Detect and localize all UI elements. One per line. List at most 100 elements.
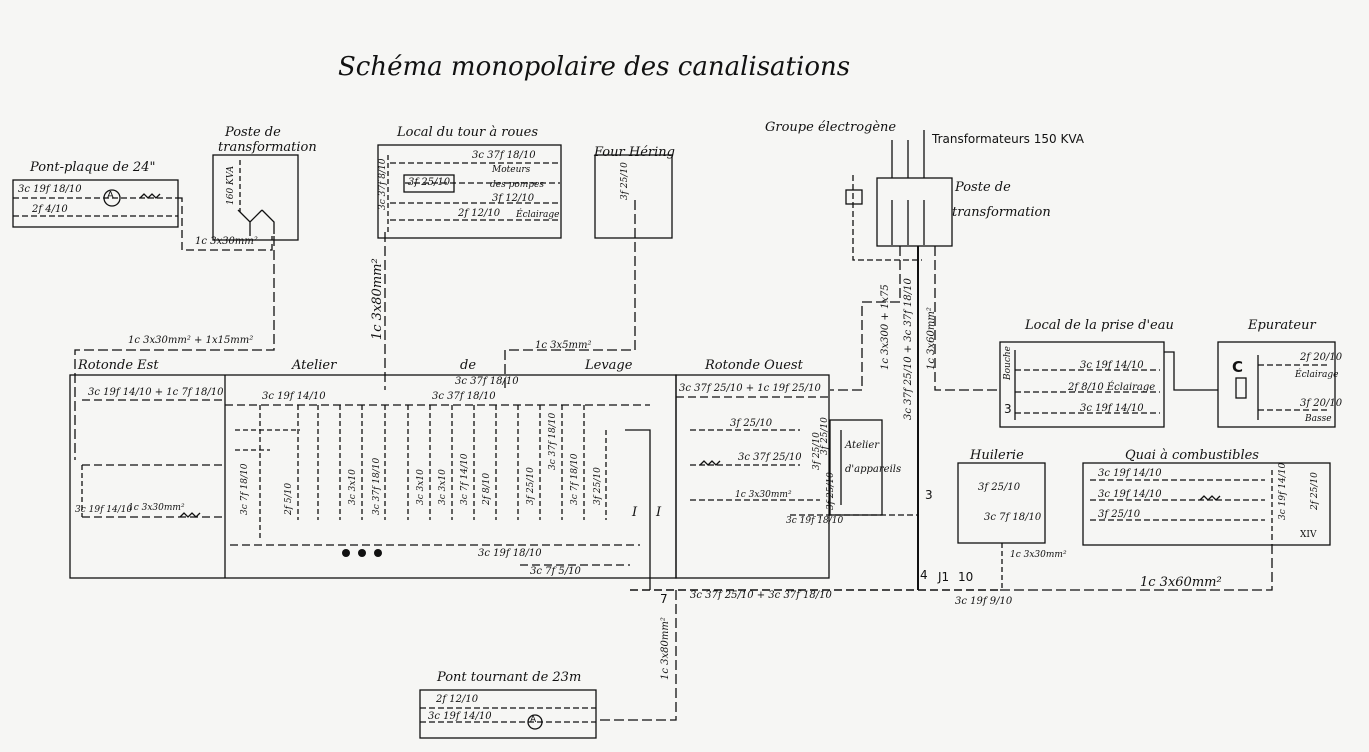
poste-left-box xyxy=(212,154,299,241)
local-tour-vert: 3c 37f 8/10 xyxy=(378,158,388,210)
epurateur-c: C xyxy=(1232,358,1244,376)
quai-l1: 3c 19f 14/10 xyxy=(1098,468,1162,479)
cable-c13-label: 3c 19f 9/10 xyxy=(955,596,1013,607)
cable-c10-label: 1c 3x60mm² xyxy=(1140,575,1222,590)
atelier-label3: Levage xyxy=(585,358,633,373)
pont-tournant-l1: 2f 12/10 xyxy=(436,694,479,705)
diagram-title: Schéma monopolaire des canalisations xyxy=(338,52,851,82)
local-tour-l4: des pompes xyxy=(490,180,544,190)
local-tour-box xyxy=(377,144,562,239)
pont-plaque-label: Pont-plaque de 24" xyxy=(30,160,156,175)
local-prise-box xyxy=(999,341,1165,428)
rotonde-ouest-l2: 3f 25/10 xyxy=(730,418,773,429)
atelier-i1: I xyxy=(632,505,638,520)
local-tour-l1: 3c 37f 18/10 xyxy=(472,150,536,161)
poste-left-label2: transformation xyxy=(218,140,317,155)
pont-plaque-box xyxy=(12,179,179,228)
huilerie-l3: 1c 3x30mm² xyxy=(1010,550,1067,560)
atelier-label2: de xyxy=(460,358,477,373)
huilerie-l2: 3c 7f 18/10 xyxy=(984,512,1042,523)
branch-label: 3f 25/10 xyxy=(526,467,536,505)
local-prise-v1: Bouche xyxy=(1003,346,1013,380)
local-tour-label: Local du tour à roues xyxy=(397,125,539,140)
huilerie-label: Huilerie xyxy=(970,448,1024,463)
branch-label: 3c 37f 18/10 xyxy=(548,412,558,470)
branch-label: 3f 25/10 xyxy=(593,467,603,505)
quai-xiv: XIV xyxy=(1300,530,1317,540)
local-prise-l2: 2f 8/10 Éclairage xyxy=(1068,382,1156,393)
branch-label: 3c 7f 18/10 xyxy=(570,453,580,505)
pont-plaque-line1: 3c 19f 18/10 xyxy=(18,184,82,195)
cable-c11-label: 1c 3x80mm² xyxy=(660,617,671,680)
huilerie-l1: 3f 25/10 xyxy=(978,482,1021,493)
atelier-app-label1: Atelier xyxy=(845,440,880,451)
four-hering-box xyxy=(594,154,673,239)
cable-c1-label: 1c 3x30mm² xyxy=(195,236,258,247)
local-tour-l3: 3f 25/10 xyxy=(408,177,451,188)
rotonde-ouest-l1: 3c 37f 25/10 + 1c 19f 25/10 xyxy=(679,383,821,394)
quai-l2: 3c 19f 14/10 xyxy=(1098,489,1162,500)
atelier-l1: 3c 19f 14/10 xyxy=(262,391,326,402)
pont-tournant-label: Pont tournant de 23m xyxy=(437,670,582,685)
node-7: 7 xyxy=(660,592,668,606)
local-tour-l5: 3f 12/10 xyxy=(492,193,535,204)
cable-c6-label: 1c 3x300 + 1x75 xyxy=(880,284,891,370)
cable-c2-label: 1c 3x30mm² + 1x15mm² xyxy=(128,335,254,346)
atelier-l3: 3c 37f 18/10 xyxy=(432,391,496,402)
atelier-app-vert: 3f 25/10 xyxy=(820,417,830,455)
local-prise-v2: 3 xyxy=(1004,402,1012,416)
local-prise-l1: 3c 19f 14/10 xyxy=(1080,360,1144,371)
rotonde-ouest-l5: 3c 19f 18/10 xyxy=(786,516,844,526)
atelier-label1: Atelier xyxy=(292,358,337,373)
rotonde-ouest-box xyxy=(675,374,830,579)
rotonde-ouest-l3: 3c 37f 25/10 xyxy=(738,452,802,463)
branch-label: 3c 3x10 xyxy=(438,469,448,505)
four-hering-vert: 3f 25/10 xyxy=(620,162,630,200)
poste-right-label1: Poste de xyxy=(955,180,1011,195)
branch-label: 3c 7f 18/10 xyxy=(240,463,250,515)
atelier-bottom1: 3c 19f 18/10 xyxy=(478,548,542,559)
rotonde-est-l1: 3c 19f 14/10 + 1c 7f 18/10 xyxy=(88,387,224,398)
branch-label: 3c 7f 14/10 xyxy=(460,453,470,505)
branch-label: 3c 3x10 xyxy=(416,469,426,505)
epurateur-label: Epurateur xyxy=(1248,318,1316,333)
local-prise-l3: 3c 19f 14/10 xyxy=(1080,403,1144,414)
rotonde-est-l2: 3c 19f 14/10 xyxy=(75,505,133,515)
local-prise-label: Local de la prise d'eau xyxy=(1025,318,1174,333)
rotonde-est-label: Rotonde Est xyxy=(78,358,159,373)
rotonde-ouest-l4: 1c 3x30mm² xyxy=(735,490,792,500)
rotonde-est-l3: 1c 3x30mm² xyxy=(128,503,185,513)
transfo-label: Transformateurs 150 KVA xyxy=(932,132,1084,146)
poste-left-inner: 160 KVA xyxy=(226,165,236,205)
node-10: 10 xyxy=(958,570,974,584)
rotonde-ouest-v2: 3f 25/10 xyxy=(826,472,836,510)
epurateur-l2: 3f 20/10 xyxy=(1300,398,1343,409)
branch-label: 2f 8/10 xyxy=(482,472,492,505)
atelier-app-label2: d'appareils xyxy=(845,464,902,475)
cable-c3-label: 1c 3x80mm² xyxy=(370,258,385,340)
ammeter-label-2: A xyxy=(530,715,537,725)
pont-tournant-box xyxy=(419,689,597,739)
node-j1: J1 xyxy=(938,570,950,584)
local-tour-l7: Éclairage xyxy=(516,210,560,220)
branch-label: 2f 5/10 xyxy=(284,482,294,515)
branch-label: 3c 37f 18/10 xyxy=(372,457,382,515)
cable-c9-label: 3c 37f 25/10 + 3c 37f 18/10 xyxy=(690,590,832,601)
node-4: 4 xyxy=(920,568,928,582)
quai-v2: 2f 25/10 xyxy=(1310,472,1320,510)
epurateur-l2b: Basse xyxy=(1305,414,1332,424)
cable-c7-label: 3c 37f 25/10 + 3c 37f 18/10 xyxy=(903,278,914,420)
epurateur-l1b: Éclairage xyxy=(1295,370,1339,380)
poste-right-box xyxy=(876,177,953,247)
pont-tournant-l2: 3c 19f 14/10 xyxy=(428,711,492,722)
quai-label: Quai à combustibles xyxy=(1125,448,1259,463)
huilerie-box xyxy=(957,462,1046,544)
pont-plaque-line2: 2f 4/10 xyxy=(32,204,68,215)
quai-v1: 3c 19f 14/10 xyxy=(1278,462,1288,520)
ammeter-symbol-1 xyxy=(103,189,121,207)
ammeter-symbol-2 xyxy=(527,714,543,730)
branch-label: 3c 3x10 xyxy=(348,469,358,505)
rotonde-ouest-label: Rotonde Ouest xyxy=(705,358,803,373)
